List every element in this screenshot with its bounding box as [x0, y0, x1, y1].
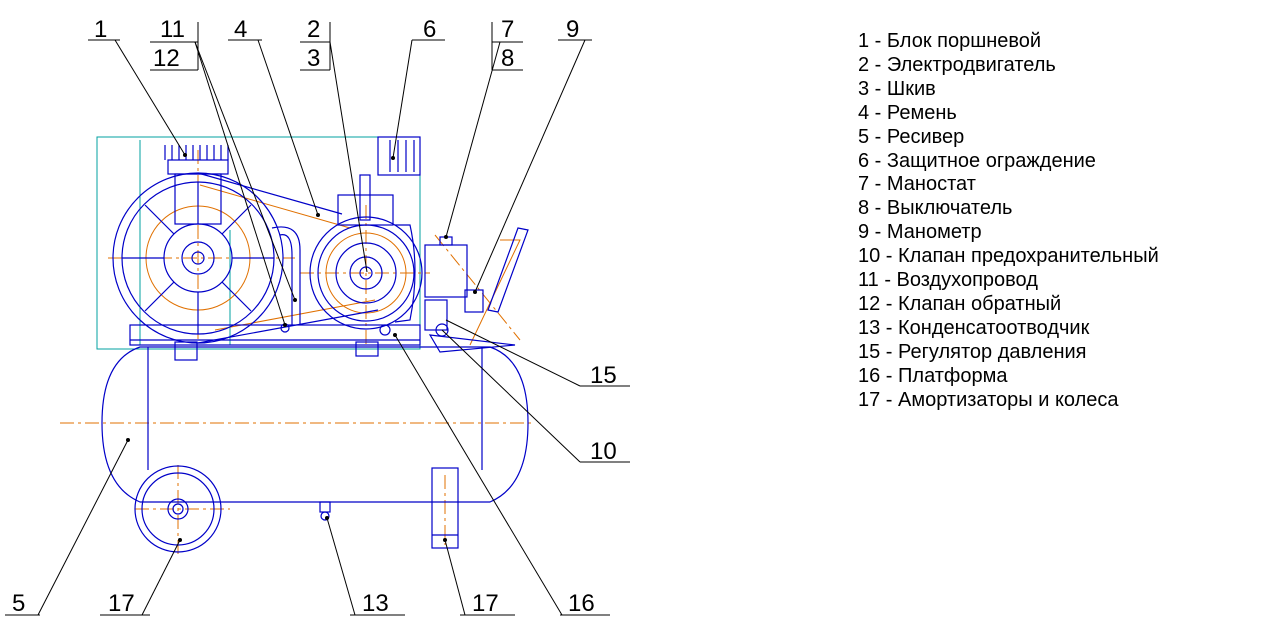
orange-belt-lines: [145, 184, 521, 346]
legend-item: 15 - Регулятор давления: [858, 340, 1087, 363]
callout-label: 10: [590, 438, 617, 465]
callout-label: 15: [590, 362, 617, 389]
legend-item: 6 - Защитное ограждение: [858, 149, 1096, 172]
machine-outline: [101, 136, 529, 553]
callout-label: 4: [234, 16, 247, 43]
legend-item: 12 - Клапан обратный: [858, 292, 1062, 315]
legend-item: 17 - Амортизаторы и колеса: [858, 388, 1119, 411]
center-lines: [60, 150, 535, 555]
leader-dots: [126, 153, 477, 542]
guard-outline: [96, 136, 421, 350]
callout-label: 13: [362, 590, 389, 617]
callout-label: 9: [566, 16, 579, 43]
callout-label: 17: [108, 590, 135, 617]
callout-label: 11: [160, 16, 185, 43]
callout-label: 6: [423, 16, 436, 43]
leader-lines: [5, 22, 630, 616]
callout-label: 3: [307, 45, 320, 72]
legend-item: 7 - Маностат: [858, 173, 976, 196]
legend-item: 10 - Клапан предохранительный: [858, 245, 1159, 268]
legend-item: 2 - Электродвигатель: [858, 53, 1056, 76]
parts-legend: 1 - Блок поршневой 2 - Электродвигатель …: [858, 30, 1159, 413]
legend-item: 16 - Платформа: [858, 364, 1008, 387]
legend-item: 3 - Шкив: [858, 77, 936, 100]
callout-label: 5: [12, 590, 25, 617]
legend-item: 8 - Выключатель: [858, 197, 1013, 220]
callout-label: 8: [501, 45, 514, 72]
legend-item: 5 - Ресивер: [858, 125, 965, 148]
callout-label: 2: [307, 16, 320, 43]
callout-label: 12: [153, 45, 180, 72]
callout-label: 1: [94, 16, 107, 43]
callout-labels: 1 11 12 4 2 3 6 7 8 9 15 10 5 17 13 17 1…: [12, 16, 617, 617]
legend-item: 13 - Конденсатоотводчик: [858, 316, 1090, 339]
legend-item: 11 - Воздухопровод: [858, 269, 1038, 292]
legend-item: 1 - Блок поршневой: [858, 30, 1042, 52]
callout-label: 17: [472, 590, 499, 617]
callout-label: 16: [568, 590, 595, 617]
legend-item: 9 - Манометр: [858, 221, 982, 244]
legend-item: 4 - Ремень: [858, 101, 957, 124]
callout-label: 7: [501, 16, 514, 43]
